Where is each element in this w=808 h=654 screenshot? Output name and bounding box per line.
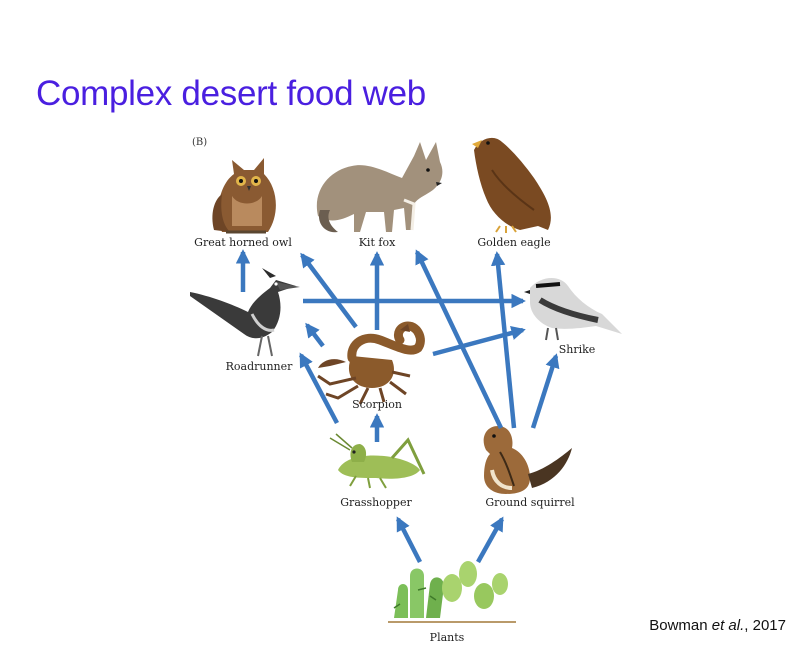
label-great-horned-owl: Great horned owl <box>194 236 292 249</box>
plants-illustration <box>388 561 516 623</box>
arrow-squirrel-to-shrike <box>530 353 560 429</box>
scorpion-illustration <box>317 321 425 405</box>
grasshopper-illustration <box>329 433 426 489</box>
label-shrike: Shrike <box>558 343 596 356</box>
fox-illustration <box>316 142 443 233</box>
feeding-arrows <box>235 249 560 564</box>
arrow-squirrel-to-eagle <box>490 251 517 429</box>
label-grasshopper: Grasshopper <box>340 496 412 509</box>
label-ground-squirrel: Ground squirrel <box>485 496 575 509</box>
label-kit-fox: Kit fox <box>358 236 396 249</box>
arrow-scorpion-to-shrike <box>432 326 526 357</box>
label-roadrunner: Roadrunner <box>225 360 293 373</box>
label-plants: Plants <box>429 631 465 644</box>
arrow-plants-to-grasshopper <box>395 516 423 564</box>
slide-title: Complex desert food web <box>36 74 426 113</box>
eagle-illustration <box>472 137 551 233</box>
arrow-scorpion-to-owl <box>300 252 358 329</box>
citation-etal: et al. <box>711 617 745 634</box>
arrow-squirrel-to-fox <box>414 249 504 429</box>
arrow-plants-to-squirrel <box>476 516 504 564</box>
panel-label: (B) <box>192 137 208 148</box>
owl-illustration <box>212 158 276 234</box>
arrow-grasshopper-to-roadrunner <box>299 352 339 425</box>
label-scorpion: Scorpion <box>352 398 402 411</box>
arrow-scorpion-to-roadrunner <box>305 322 325 348</box>
squirrel-illustration <box>483 426 572 494</box>
citation-authors: Bowman <box>649 617 708 634</box>
roadrunner-illustration <box>190 268 300 357</box>
citation-year: , 2017 <box>744 617 786 634</box>
shrike-illustration <box>524 277 622 341</box>
label-golden-eagle: Golden eagle <box>477 236 551 249</box>
citation: Bowman et al., 2017 <box>649 617 786 634</box>
